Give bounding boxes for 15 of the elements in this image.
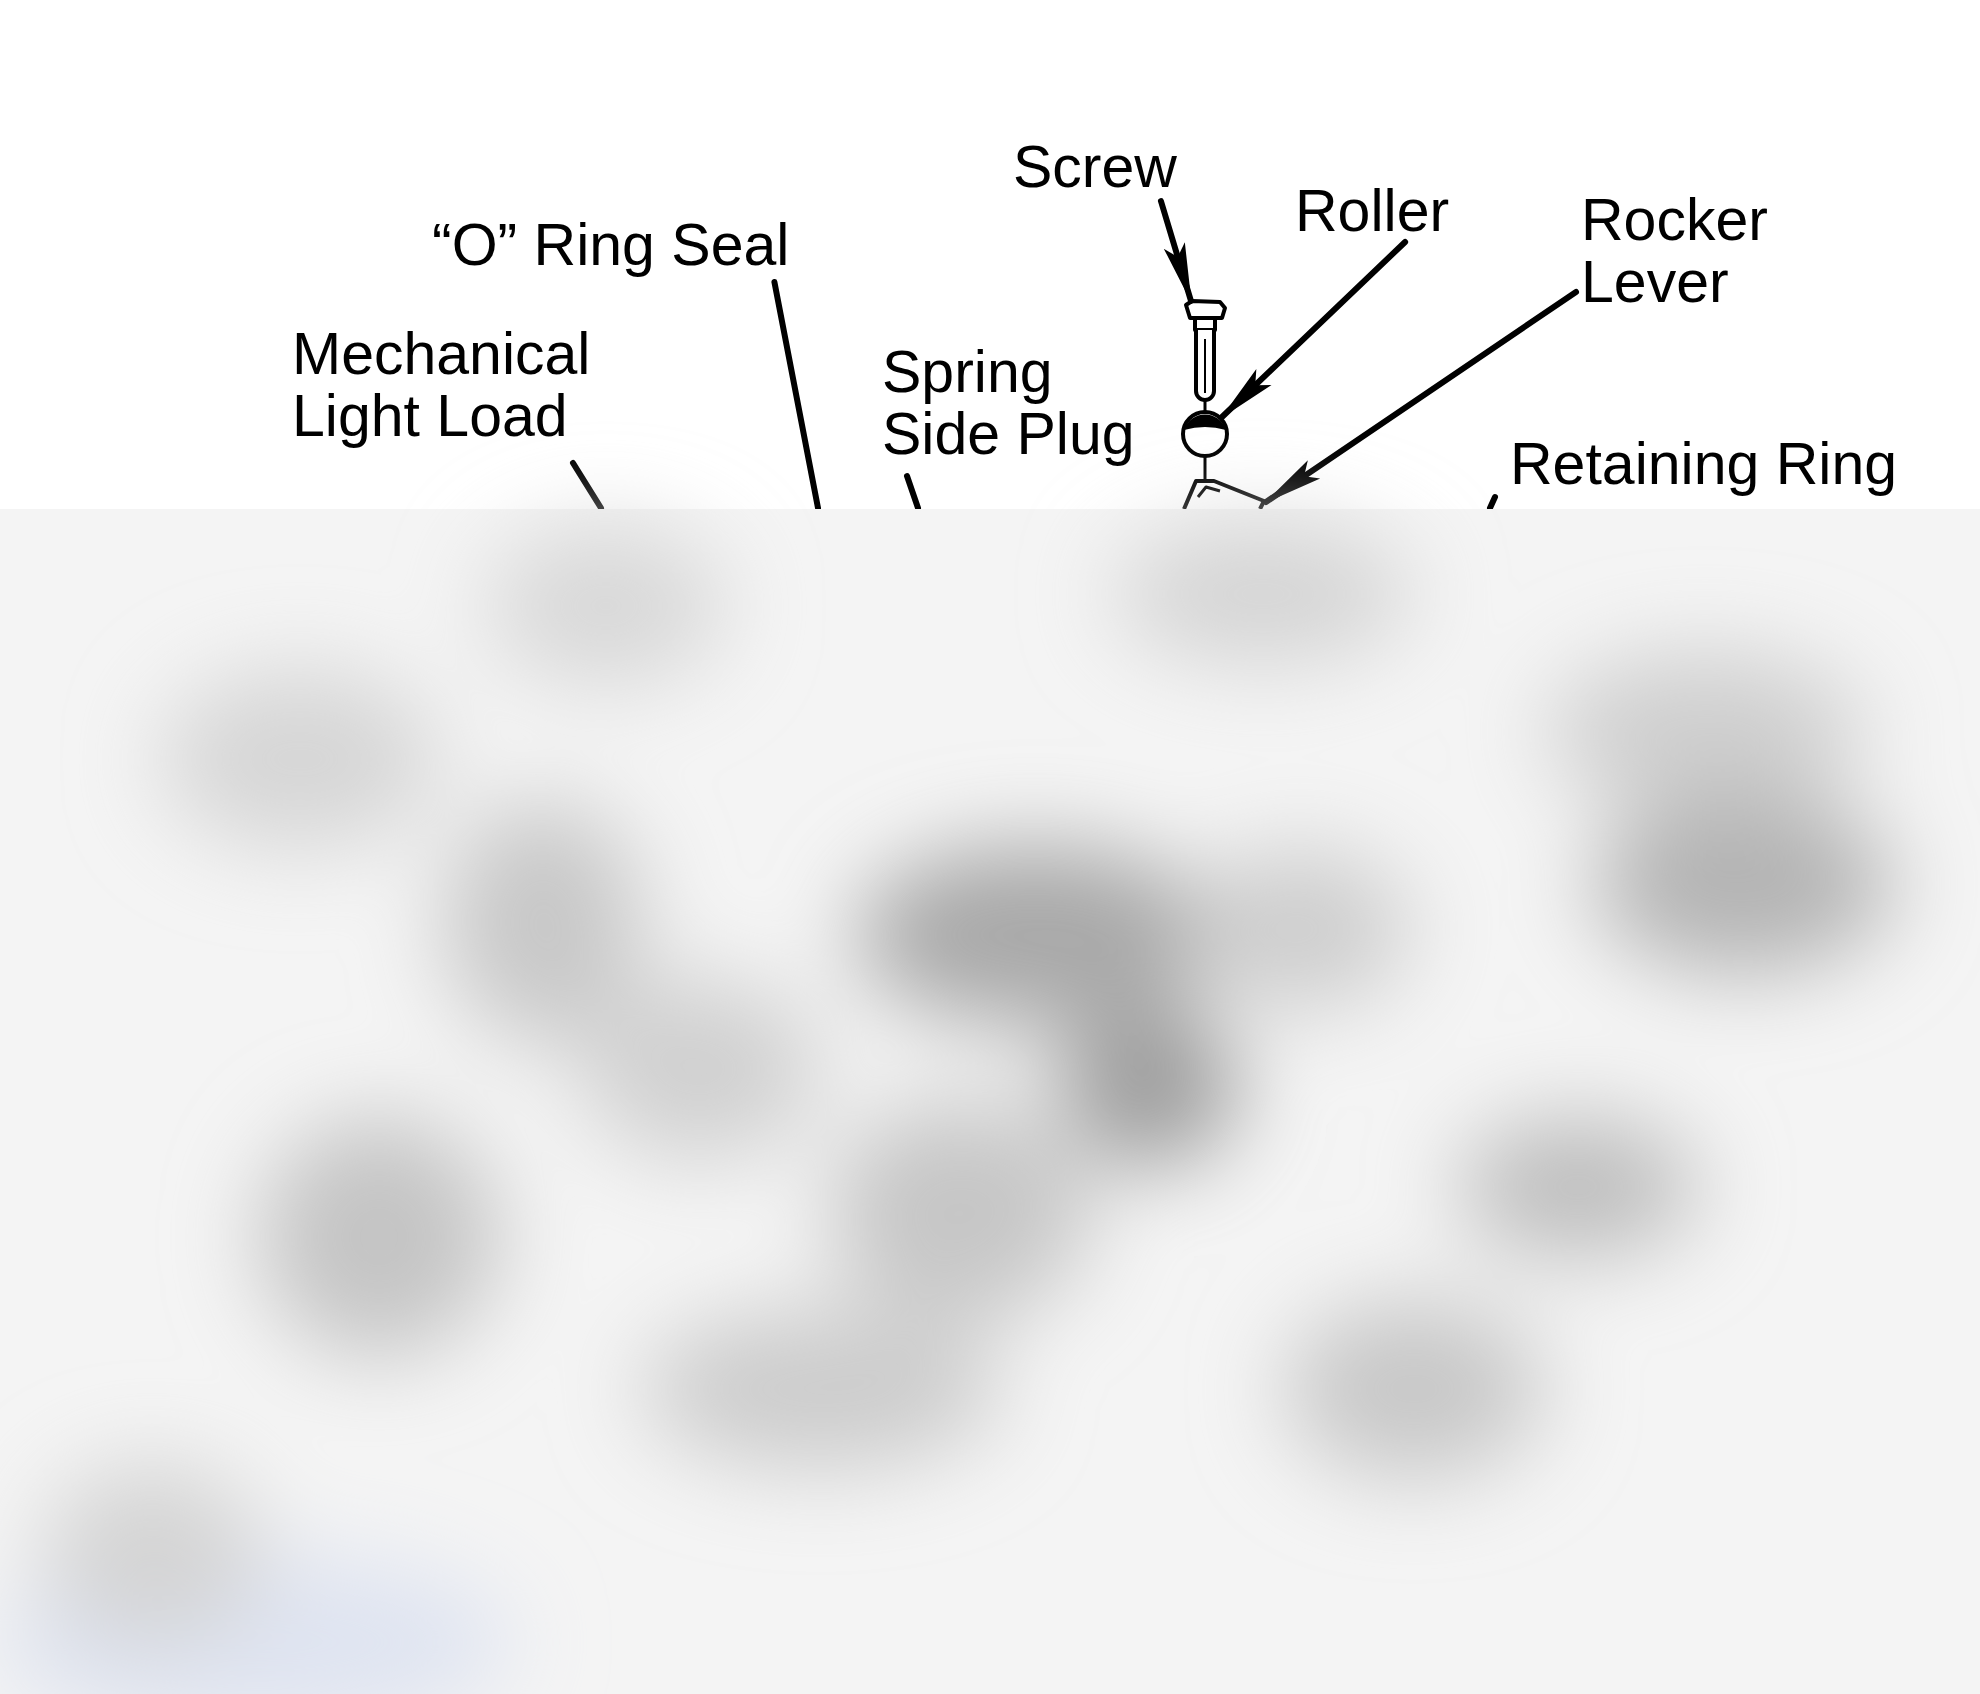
part-label: Spring Side Plug xyxy=(882,341,1137,465)
part-label: Mechanical Light Load xyxy=(292,323,593,447)
leader-line xyxy=(1487,494,1498,511)
roller-drawing xyxy=(1180,409,1230,479)
leader-arrow xyxy=(1263,289,1579,505)
leader-arrow xyxy=(1157,198,1194,304)
part-label: Screw xyxy=(1013,136,1177,198)
leader-line xyxy=(771,279,821,511)
leader-line xyxy=(570,460,604,511)
leader-line xyxy=(904,473,921,511)
leader-arrow xyxy=(1219,239,1409,420)
part-label: Rocker Lever xyxy=(1581,189,1770,313)
part-label: Retaining Ring xyxy=(1510,433,1897,495)
part-label: “O” Ring Seal xyxy=(432,214,790,276)
part-label: Roller xyxy=(1295,180,1450,242)
